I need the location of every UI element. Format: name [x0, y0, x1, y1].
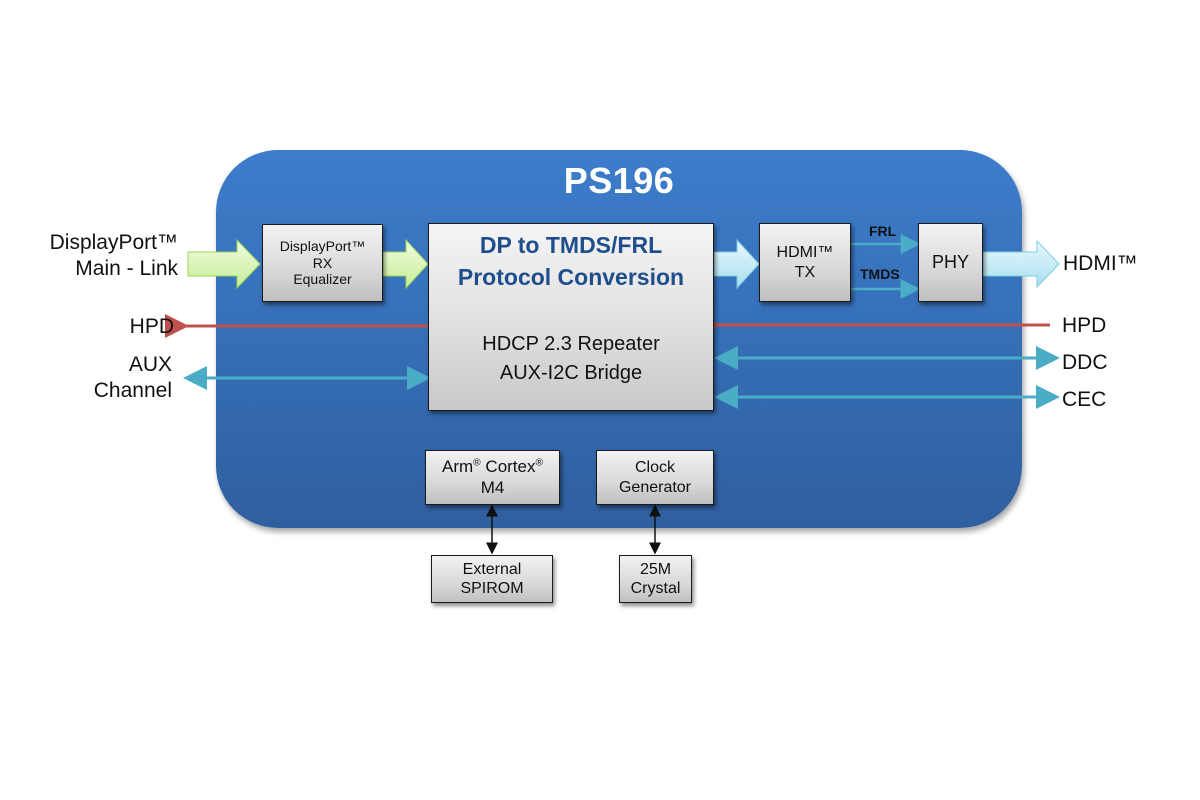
hdmi-tx-line-2: TX — [794, 263, 816, 281]
spirom-line-1: External — [462, 560, 522, 578]
registered-mark-1: ® — [473, 457, 481, 469]
chip-title: PS196 — [563, 160, 675, 201]
clock-generator-line-1: Clock — [634, 459, 675, 477]
conversion-to-tx-arrow — [713, 238, 760, 290]
protocol-conversion-block: DP to TMDS/FRL Protocol Conversion HDCP … — [428, 223, 714, 411]
registered-mark-2: ® — [535, 457, 543, 469]
aux-label-line-1: AUX — [128, 353, 172, 376]
hdmi-tx-block: HDMI™ TX — [759, 223, 851, 302]
hpd-right-label: HPD — [1062, 314, 1107, 337]
hdmi-output-label: HDMI™ — [1063, 252, 1138, 275]
dp-input-arrow — [187, 238, 261, 290]
dp-main-link-label: DisplayPort™ Main - Link — [30, 230, 178, 283]
rx-equalizer-line-3: Equalizer — [293, 271, 352, 288]
arm-cortex-line-2: M4 — [480, 477, 505, 497]
hdmi-output-arrow — [982, 239, 1060, 289]
rx-equalizer-line-2: RX — [312, 254, 333, 271]
cec-label: CEC — [1062, 388, 1107, 411]
external-spirom-block: External SPIROM — [431, 555, 553, 603]
rx-equalizer-line-1: DisplayPort™ — [279, 237, 366, 254]
phy-label: PHY — [931, 251, 969, 272]
arm-text: Arm — [442, 457, 474, 477]
clock-generator-line-2: Generator — [618, 478, 692, 496]
cortex-text: Cortex — [480, 457, 536, 477]
dp-label-line-1: DisplayPort™ — [49, 231, 178, 254]
rx-equalizer-block: DisplayPort™ RX Equalizer — [262, 224, 383, 302]
aux-channel-label: AUX Channel — [60, 352, 172, 405]
clock-generator-block: Clock Generator — [596, 450, 714, 505]
crystal-line-2: Crystal — [630, 580, 681, 597]
crystal-block: 25M Crystal — [619, 555, 692, 603]
spirom-line-2: SPIROM — [460, 580, 524, 597]
aux-label-line-2: Channel — [93, 379, 172, 403]
protocol-conversion-title-2: Protocol Conversion — [457, 264, 685, 290]
protocol-conversion-title-1: DP to TMDS/FRL — [479, 232, 663, 258]
phy-block: PHY — [918, 223, 983, 302]
ddc-label: DDC — [1062, 351, 1108, 374]
dp-label-line-2: Main - Link — [75, 257, 178, 281]
tmds-label: TMDS — [860, 266, 900, 282]
arm-cortex-block: Arm® Cortex® M4 — [425, 450, 560, 505]
aux-i2c-bridge-label: AUX-I2C Bridge — [499, 362, 643, 384]
crystal-line-1: 25M — [639, 560, 672, 578]
hdmi-tx-line-1: HDMI™ — [776, 244, 834, 262]
hdcp-repeater-label: HDCP 2.3 Repeater — [482, 333, 660, 355]
dp-equalized-arrow — [382, 238, 429, 290]
frl-label: FRL — [869, 223, 897, 239]
hpd-left-label: HPD — [129, 315, 174, 338]
arm-cortex-line-1: Arm® Cortex® — [442, 457, 543, 477]
